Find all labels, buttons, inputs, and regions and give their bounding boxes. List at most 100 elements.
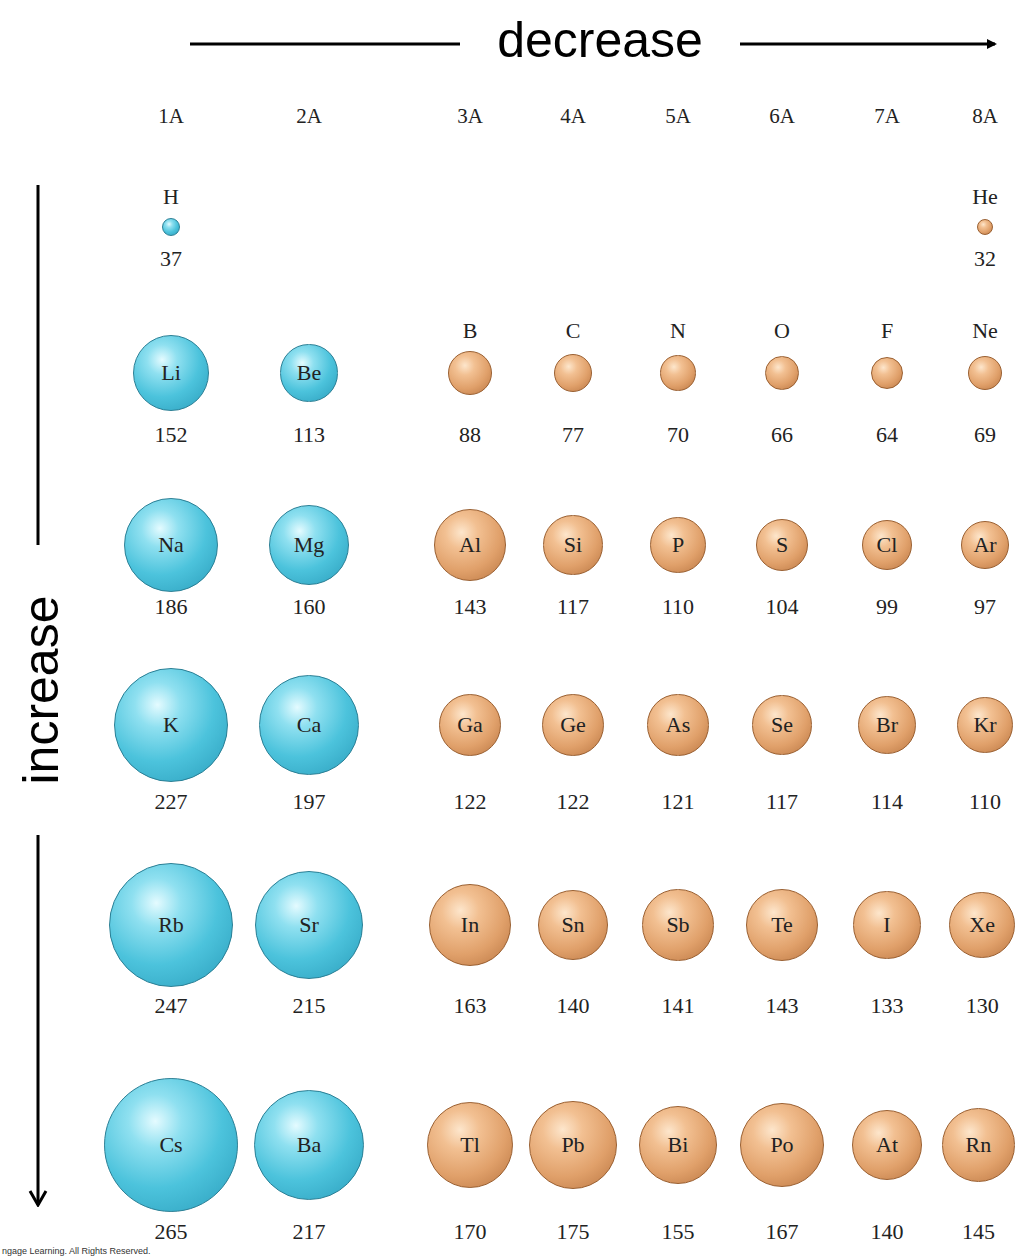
arrow-line: [37, 185, 40, 545]
radius-value: 117: [557, 594, 589, 620]
atom-sphere: [977, 219, 993, 235]
element-symbol: Ga: [457, 712, 483, 738]
p-block-atom: He 32: [915, 181, 1019, 275]
element-symbol: N: [670, 318, 686, 344]
s-block-atom: Ca 197: [239, 671, 379, 818]
element-symbol: In: [461, 912, 479, 938]
radius-value: 37: [160, 246, 182, 272]
p-block-atom: N 70: [608, 315, 748, 451]
element-symbol: Ca: [297, 712, 321, 738]
element-symbol: Te: [771, 912, 793, 938]
radius-value: 145: [962, 1219, 995, 1245]
atom-sphere: [765, 356, 798, 389]
element-symbol: Cl: [877, 532, 898, 558]
atom-sphere: [162, 218, 181, 237]
p-block-atom: Po 167: [712, 1099, 852, 1248]
radius-value: 265: [155, 1219, 188, 1245]
element-symbol: B: [463, 318, 478, 344]
p-block-atom: Te143: [712, 885, 852, 1022]
element-symbol: Si: [564, 532, 582, 558]
radius-value: 121: [662, 789, 695, 815]
radius-value: 32: [974, 246, 996, 272]
radius-value: 114: [871, 789, 903, 815]
radius-value: 66: [771, 422, 793, 448]
radius-value: 70: [667, 422, 689, 448]
p-block-atom: B88: [400, 315, 540, 451]
radius-value: 117: [766, 789, 798, 815]
p-block-atom: Si 117: [503, 511, 643, 623]
element-symbol: Sb: [666, 912, 689, 938]
element-symbol: Cs: [159, 1132, 182, 1158]
element-symbol: Sr: [299, 912, 319, 938]
element-symbol: Mg: [294, 532, 325, 558]
p-block-atom: Ga 122: [400, 690, 540, 818]
s-block-atom: Li152: [101, 331, 241, 451]
radius-value: 186: [155, 594, 188, 620]
element-symbol: Ge: [560, 712, 586, 738]
radius-value: 197: [293, 789, 326, 815]
radius-value: 113: [293, 422, 325, 448]
p-block-atom: C 77: [503, 315, 643, 451]
atom-sphere: [660, 355, 695, 390]
arrow-line: [190, 43, 460, 46]
radius-value: 155: [662, 1219, 695, 1245]
p-block-atom: As 121: [608, 690, 748, 818]
radius-value: 217: [293, 1219, 326, 1245]
group-label: 6A: [769, 104, 795, 129]
element-symbol: Pb: [561, 1132, 584, 1158]
radius-value: 143: [454, 594, 487, 620]
element-symbol: Bi: [668, 1132, 689, 1158]
element-symbol: As: [666, 712, 690, 738]
group-label: 7A: [874, 104, 900, 129]
atom-sphere: [871, 357, 903, 389]
element-symbol: F: [881, 318, 893, 344]
element-symbol: Rn: [966, 1132, 992, 1158]
radius-value: 122: [454, 789, 487, 815]
p-block-atom: S104: [712, 515, 852, 623]
p-block-atom: Al 143: [400, 505, 540, 623]
radius-value: 167: [766, 1219, 799, 1245]
p-block-atom: Pb 175: [503, 1097, 643, 1248]
s-block-atom: Sr 215: [239, 867, 379, 1022]
radius-value: 215: [293, 993, 326, 1019]
element-symbol: C: [566, 318, 581, 344]
p-block-atom: Cl99: [817, 516, 957, 623]
element-symbol: He: [972, 184, 998, 210]
element-symbol: Se: [771, 712, 793, 738]
element-symbol: Xe: [969, 912, 995, 938]
element-symbol: H: [163, 184, 179, 210]
element-symbol: P: [672, 532, 684, 558]
radius-value: 97: [974, 594, 996, 620]
atom-sphere: [968, 356, 1003, 391]
p-block-atom: Br114: [817, 692, 957, 818]
group-label: 4A: [560, 104, 586, 129]
p-block-atom: Kr110: [915, 693, 1019, 818]
p-block-atom: Se 117: [712, 691, 852, 818]
radius-value: 141: [662, 993, 695, 1019]
p-block-atom: F64: [817, 315, 957, 451]
p-block-atom: Bi 155: [608, 1102, 748, 1248]
radius-value: 160: [293, 594, 326, 620]
radius-value: 122: [557, 789, 590, 815]
element-symbol: Kr: [973, 712, 996, 738]
element-symbol: Ar: [973, 532, 996, 558]
radius-value: 227: [155, 789, 188, 815]
radius-value: 133: [871, 993, 904, 1019]
p-block-atom: I133: [817, 887, 957, 1022]
element-symbol: Po: [770, 1132, 793, 1158]
radius-value: 77: [562, 422, 584, 448]
group-label: 2A: [296, 104, 322, 129]
copyright-note: ngage Learning. All Rights Reserved.: [2, 1246, 151, 1256]
p-block-atom: At140: [817, 1106, 957, 1248]
element-symbol: Al: [459, 532, 481, 558]
s-block-atom: Cs 265: [101, 1074, 241, 1248]
radius-value: 140: [871, 1219, 904, 1245]
p-block-atom: Ge 122: [503, 690, 643, 818]
radius-value: 69: [974, 422, 996, 448]
atom-sphere: [554, 354, 593, 393]
radius-value: 175: [557, 1219, 590, 1245]
atom-sphere: [448, 351, 492, 395]
p-block-atom: P110: [608, 513, 748, 623]
s-block-atom: K227: [101, 664, 241, 818]
